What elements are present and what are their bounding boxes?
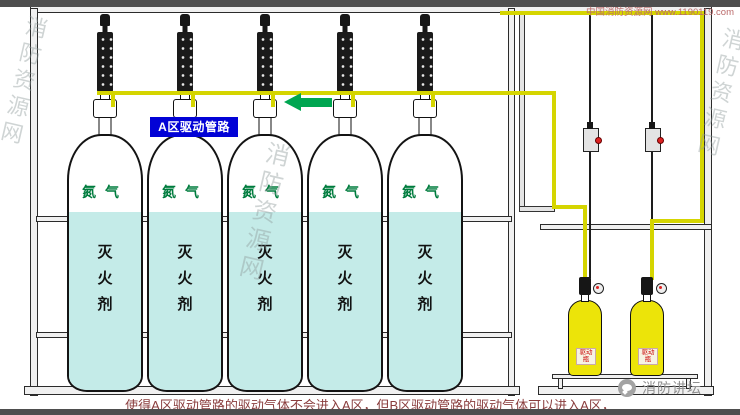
valve-striped-body xyxy=(97,32,113,92)
nitrogen-label: 氮气 xyxy=(242,184,288,200)
drive-cylinder-1: 驱动瓶 xyxy=(568,300,602,376)
valve-cap xyxy=(100,14,110,26)
selector-valve xyxy=(583,122,602,152)
drive-pipe-a-horizontal xyxy=(552,205,587,209)
drive-cylinder-neck xyxy=(643,294,651,302)
valve-cap xyxy=(340,14,350,26)
nitrogen-label: 氮气 xyxy=(322,184,368,200)
drive-pipe-b-vertical xyxy=(700,11,704,223)
valve-stem xyxy=(102,26,108,32)
valve-cap xyxy=(420,14,430,26)
agent-fill xyxy=(389,212,461,390)
cylinder-actuator xyxy=(641,277,653,295)
drive-pipe-a-down xyxy=(583,205,587,280)
forum-brand-text: 消防讲坛 xyxy=(642,380,702,396)
valve-striped-body xyxy=(177,32,193,92)
flow-arrow-icon xyxy=(300,98,332,107)
rack-right-post xyxy=(704,8,712,396)
valve-stem xyxy=(182,26,188,32)
bottle-body: 氮气 灭 火 剂 xyxy=(67,134,143,392)
bottle-body: 氮气 灭 火 剂 xyxy=(307,134,383,392)
agent-cylinder-1: 氮气 灭 火 剂 xyxy=(67,14,143,392)
nitrogen-label: 氮气 xyxy=(402,184,448,200)
cylinder-neck xyxy=(418,117,432,135)
bottom-crop-bar xyxy=(0,409,740,415)
bottle-body: 氮气 灭 火 剂 xyxy=(147,134,223,392)
cylinder-neck xyxy=(338,117,352,135)
valve-stem xyxy=(262,26,268,32)
agent-fill xyxy=(309,212,381,390)
drive-pipe-drop xyxy=(111,91,115,107)
drive-cylinder-label: 驱动瓶 xyxy=(576,348,596,365)
drive-pipe-drop xyxy=(191,91,195,107)
top-crop-bar xyxy=(0,0,740,7)
agent-cylinder-4: 氮气 灭 火 剂 xyxy=(307,14,383,392)
bottle-body: 氮气 灭 火 剂 xyxy=(387,134,463,392)
drive-pipe-a-vertical xyxy=(552,91,556,209)
manifold-pipe-elbow xyxy=(519,206,555,212)
bottle-body: 氮气 灭 火 剂 xyxy=(227,134,303,392)
rack-left-post xyxy=(30,8,38,396)
cylinder-actuator xyxy=(579,277,591,295)
valve-striped-body xyxy=(337,32,353,92)
drive-pipe-drop xyxy=(431,91,435,107)
drive-pipe-b-top xyxy=(500,11,704,15)
valve-stem xyxy=(422,26,428,32)
agent-cylinder-3: 氮气 灭 火 剂 xyxy=(227,14,303,392)
drive-cylinder-label: 驱动瓶 xyxy=(638,348,658,365)
valve-striped-body xyxy=(257,32,273,92)
forum-brand: 消防讲坛 xyxy=(618,378,702,398)
valve-cap xyxy=(180,14,190,26)
agent-label: 灭 火 剂 xyxy=(177,244,193,313)
flow-arrow-icon xyxy=(284,93,301,111)
cylinder-neck xyxy=(258,117,272,135)
manifold-pipe-vertical xyxy=(519,12,525,212)
agent-label: 灭 火 剂 xyxy=(337,244,353,313)
zone-a-pipe-label: A区驱动管路 xyxy=(150,117,238,137)
nitrogen-label: 氮气 xyxy=(82,184,128,200)
drive-pipe-b-down xyxy=(650,219,654,280)
drive-pipe-b-horizontal xyxy=(652,219,704,223)
agent-label: 灭 火 剂 xyxy=(417,244,433,313)
site-credit: 中国消防资源网 www.1190119.com xyxy=(586,7,734,18)
agent-cylinder-5: 氮气 灭 火 剂 xyxy=(387,14,463,392)
selector-valve xyxy=(645,122,664,152)
drive-cylinder-neck xyxy=(581,294,589,302)
agent-fill xyxy=(69,212,141,390)
pressure-gauge-icon xyxy=(656,283,667,294)
nitrogen-label: 氮气 xyxy=(162,184,208,200)
stand-leg xyxy=(686,378,691,389)
drive-pipe-drop xyxy=(271,91,275,107)
cylinder-neck xyxy=(98,117,112,135)
drive-cylinder-2: 驱动瓶 xyxy=(630,300,664,376)
equipment-shelf xyxy=(540,224,712,230)
forum-logo-icon xyxy=(618,379,636,397)
drive-pipe-drop xyxy=(351,91,355,107)
agent-cylinder-2: 氮气 灭 火 剂 xyxy=(147,14,223,392)
rack-mid-post xyxy=(508,8,515,396)
valve-striped-body xyxy=(417,32,433,92)
agent-fill xyxy=(149,212,221,390)
pressure-gauge-icon xyxy=(593,283,604,294)
agent-fill xyxy=(229,212,301,390)
valve-stem xyxy=(342,26,348,32)
stand-leg xyxy=(558,378,563,389)
watermark: 消防资源网 xyxy=(0,13,50,151)
agent-label: 灭 火 剂 xyxy=(257,244,273,313)
agent-label: 灭 火 剂 xyxy=(97,244,113,313)
valve-cap xyxy=(260,14,270,26)
watermark: 消防资源网 xyxy=(692,25,740,163)
drive-pipe-main xyxy=(97,91,556,95)
